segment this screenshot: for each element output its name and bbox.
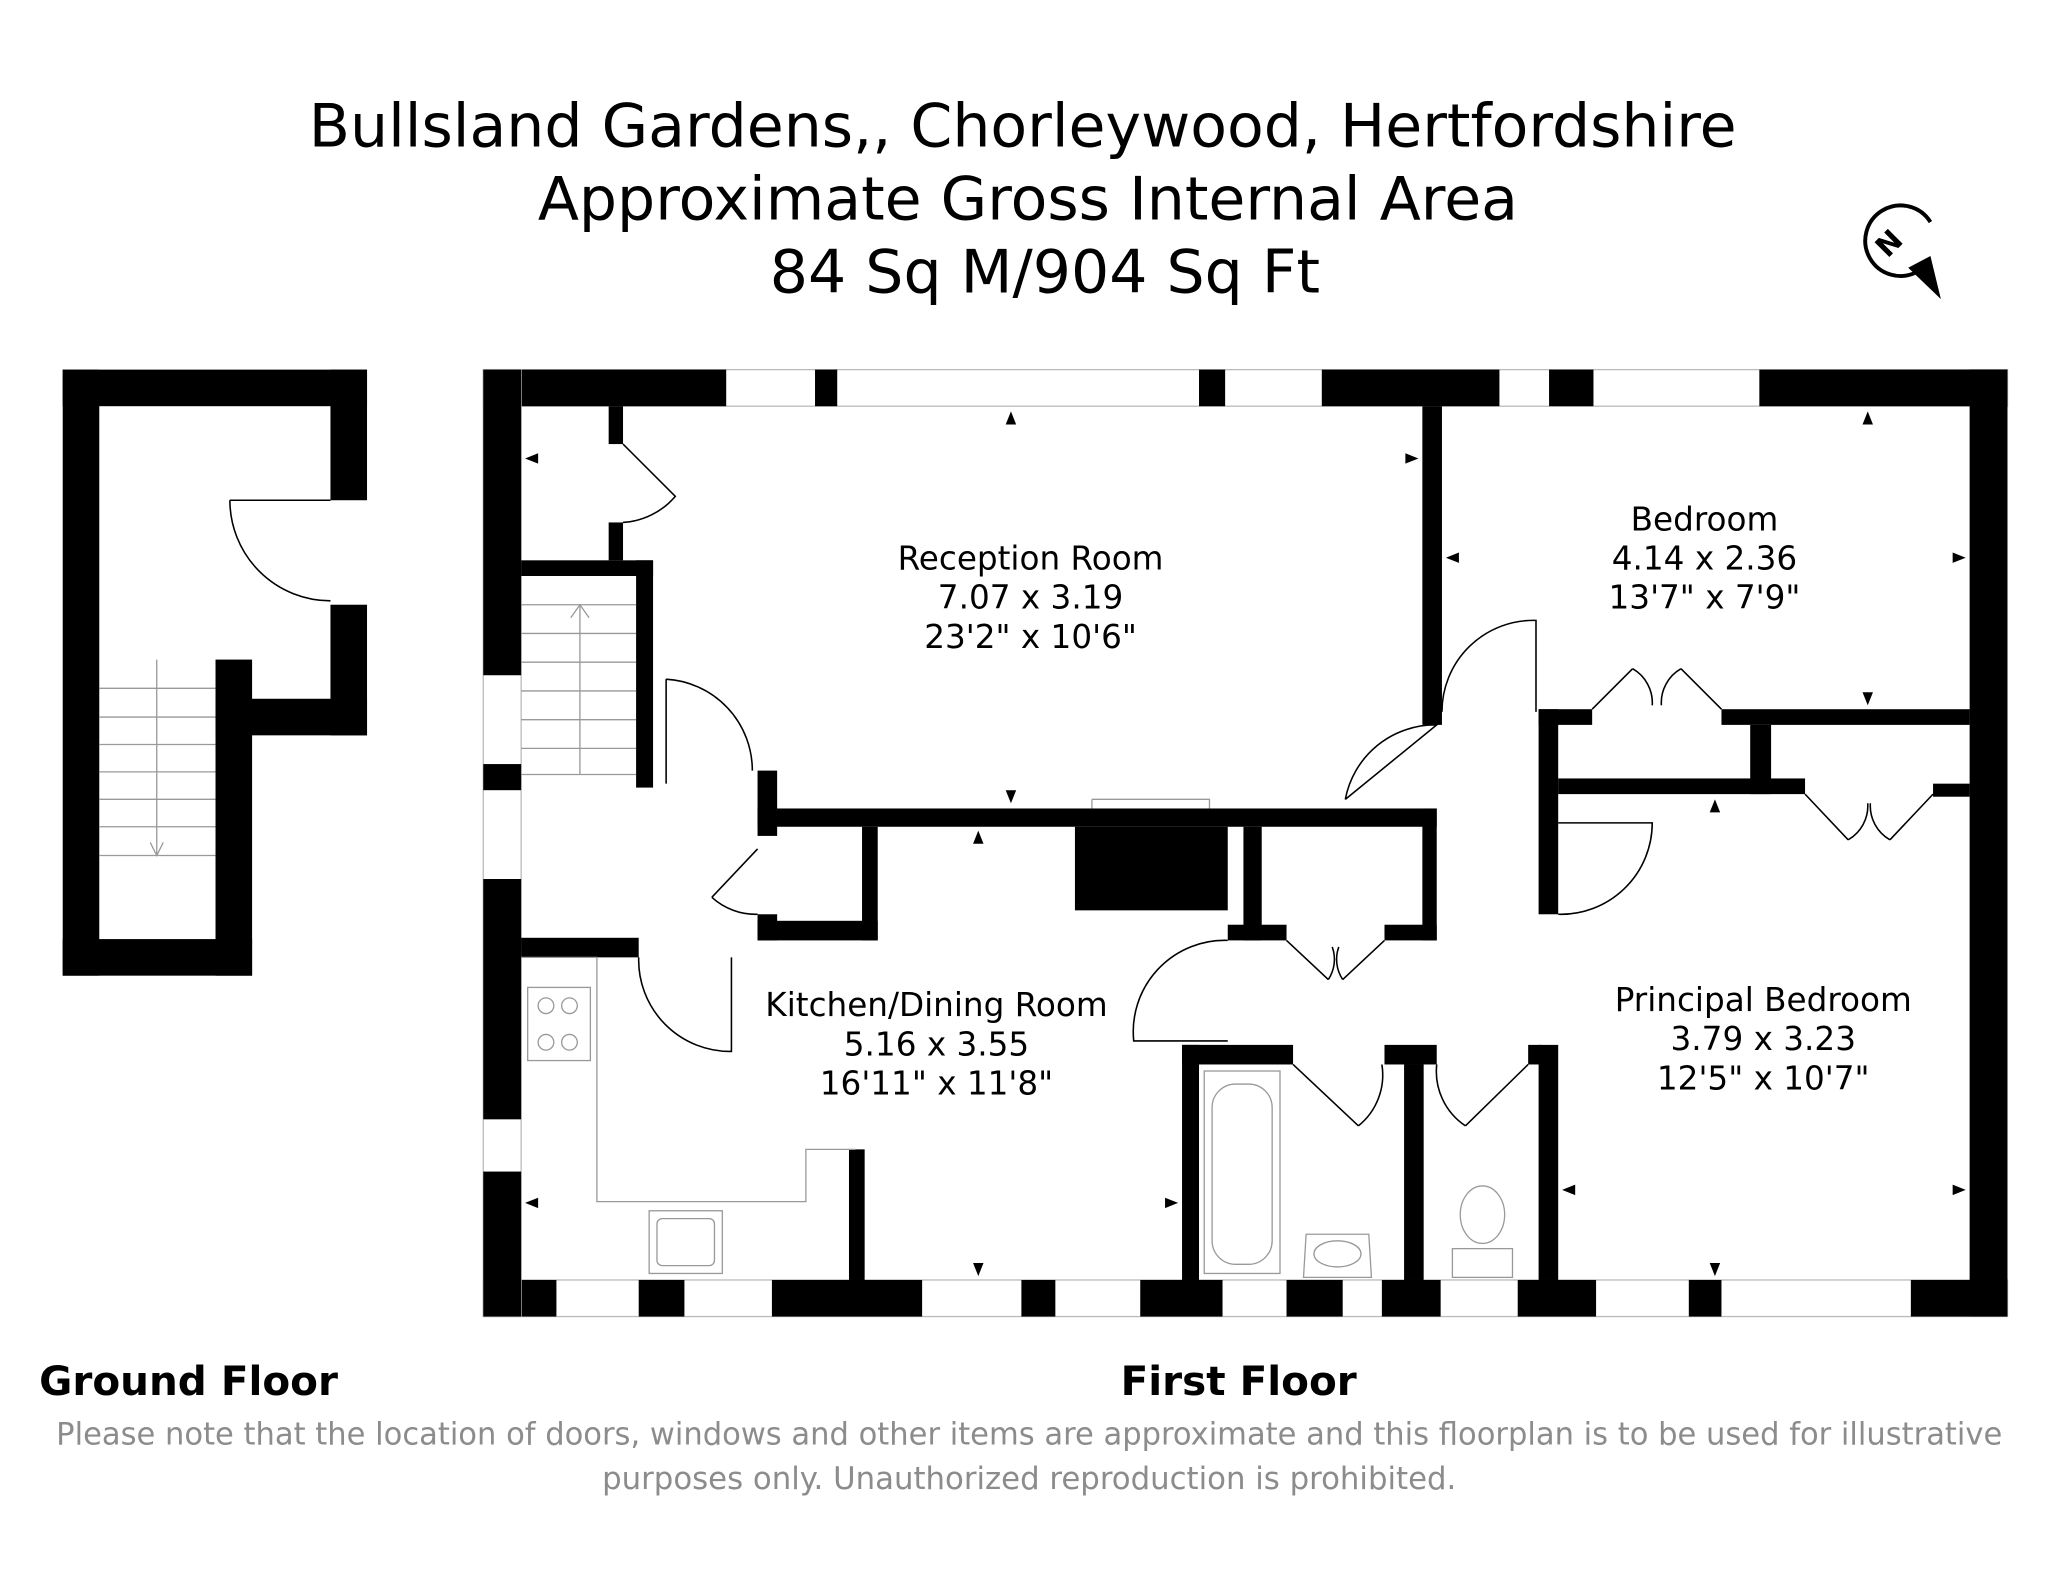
- property-address: Bullsland Gardens,, Chorleywood, Hertfor…: [309, 91, 1737, 161]
- room-metric: 5.16 x 3.55: [844, 1025, 1029, 1063]
- kitchen-worktop: [521, 956, 856, 1203]
- room-name: Principal Bedroom: [1615, 981, 1912, 1019]
- disclaimer-line-1: Please note that the location of doors, …: [56, 1417, 2002, 1453]
- room-imperial: 23'2" x 10'6": [924, 618, 1137, 656]
- ground-floor-stairs: [99, 659, 216, 857]
- room-kitchen-dining: Kitchen/Dining Room 5.16 x 3.55 16'11" x…: [765, 986, 1107, 1102]
- room-imperial: 16'11" x 11'8": [820, 1065, 1053, 1103]
- kitchen-sink-icon: [648, 1210, 723, 1275]
- kitchen-hob-icon: [527, 986, 592, 1062]
- north-arrow-icon: N: [1863, 203, 1941, 300]
- ground-floor-label: Ground Floor: [39, 1357, 338, 1405]
- room-name: Kitchen/Dining Room: [765, 986, 1107, 1024]
- area-heading: Approximate Gross Internal Area: [538, 164, 1518, 234]
- compass-label: N: [1868, 223, 1909, 264]
- doors: [622, 443, 1934, 1127]
- room-imperial: 12'5" x 10'7": [1657, 1059, 1870, 1097]
- room-metric: 4.14 x 2.36: [1612, 539, 1797, 577]
- toilet-icon: [1451, 1185, 1514, 1279]
- room-name: Bedroom: [1631, 500, 1779, 538]
- room-bedroom: Bedroom 4.14 x 2.36 13'7" x 7'9": [1609, 500, 1801, 616]
- washbasin-icon: [1302, 1233, 1373, 1279]
- first-floor-stairs: [521, 603, 637, 776]
- area-value: 84 Sq M/904 Sq Ft: [770, 238, 1320, 308]
- ground-floor-plan: [62, 369, 368, 976]
- first-floor-plan: [482, 368, 2009, 1318]
- room-metric: 7.07 x 3.19: [938, 579, 1123, 617]
- bath-icon: [1203, 1070, 1281, 1275]
- room-name: Reception Room: [898, 539, 1164, 577]
- first-floor-label: First Floor: [1121, 1357, 1357, 1405]
- fireplace-hearth: [1091, 798, 1211, 809]
- ground-floor-door: [229, 499, 331, 602]
- room-imperial: 13'7" x 7'9": [1609, 579, 1801, 617]
- room-principal-bedroom: Principal Bedroom 3.79 x 3.23 12'5" x 10…: [1615, 981, 1912, 1097]
- disclaimer-line-2: purposes only. Unauthorized reproduction…: [602, 1461, 1456, 1497]
- room-reception: Reception Room 7.07 x 3.19 23'2" x 10'6": [898, 539, 1164, 655]
- room-metric: 3.79 x 3.23: [1671, 1020, 1856, 1058]
- measurement-markers: [525, 411, 1966, 1277]
